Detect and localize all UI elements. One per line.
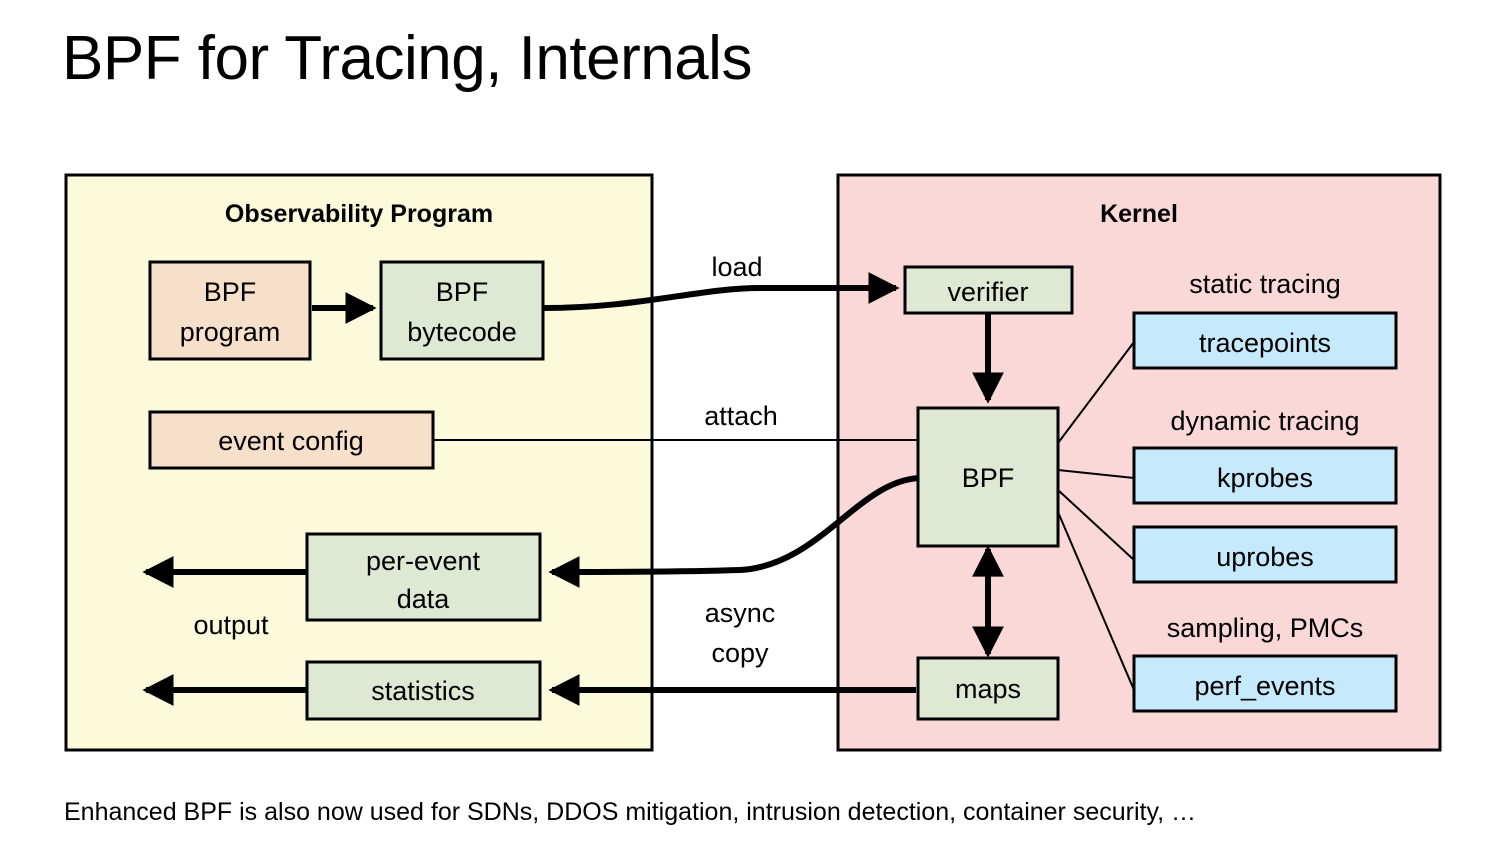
node-verifier[interactable]	[903, 265, 1074, 315]
node-per-event-data-label-line2: data	[397, 584, 451, 614]
edge-bpf-to-uprobes	[1057, 489, 1135, 561]
node-uprobes-label: uprobes	[1216, 542, 1314, 572]
node-statistics-label: statistics	[371, 676, 475, 706]
panel-kernel-title: Kernel	[1100, 200, 1178, 228]
edge-bpf-to-kprobes	[1057, 469, 1135, 479]
node-event-config-label: event config	[218, 426, 364, 456]
group-label-dynamic-tracing: dynamic tracing	[1170, 406, 1359, 436]
node-verifier-label: verifier	[947, 277, 1028, 307]
edge-label-async: async	[705, 598, 776, 628]
node-event-config[interactable]	[148, 410, 435, 470]
edge-label-output: output	[193, 610, 269, 640]
node-perf-events-label: perf_events	[1194, 671, 1335, 701]
node-uprobes[interactable]	[1132, 525, 1398, 584]
edge-load-bytecode-to-verifier	[542, 272, 900, 311]
edge-bpf-to-tracepoints	[1057, 341, 1135, 444]
node-per-event-data[interactable]	[305, 532, 542, 622]
node-statistics[interactable]	[305, 660, 542, 721]
group-label-sampling-pmcs: sampling, PMCs	[1167, 613, 1364, 643]
node-maps-label: maps	[955, 674, 1021, 704]
node-bpf-bytecode-label-line1: BPF	[436, 277, 489, 307]
group-label-static-tracing: static tracing	[1189, 269, 1341, 299]
edge-label-attach: attach	[704, 401, 778, 431]
node-bpf-bytecode-label-line2: bytecode	[407, 317, 517, 347]
node-maps[interactable]	[916, 656, 1060, 721]
edge-label-copy: copy	[711, 638, 769, 668]
edge-bpf-to-perf-events	[1057, 511, 1135, 691]
page-title: BPF for Tracing, Internals	[62, 24, 752, 93]
edge-async-copy-bpf-to-per-event-data	[548, 475, 923, 588]
footnote: Enhanced BPF is also now used for SDNs, …	[64, 798, 1196, 826]
node-bpf-bytecode[interactable]	[379, 260, 545, 361]
node-bpf-program[interactable]	[148, 260, 312, 361]
node-bpf-label: BPF	[962, 463, 1015, 493]
panel-observability-program-title: Observability Program	[225, 200, 493, 228]
edge-label-load: load	[711, 252, 762, 282]
node-per-event-data-label-line1: per-event	[366, 546, 481, 576]
node-perf-events[interactable]	[1132, 654, 1398, 713]
node-bpf[interactable]	[916, 406, 1060, 548]
node-tracepoints-label: tracepoints	[1199, 328, 1331, 358]
node-kprobes-label: kprobes	[1217, 463, 1313, 493]
node-tracepoints[interactable]	[1132, 311, 1398, 370]
node-bpf-program-label-line1: BPF	[204, 277, 257, 307]
node-bpf-program-label-line2: program	[180, 317, 281, 347]
node-kprobes[interactable]	[1132, 446, 1398, 505]
